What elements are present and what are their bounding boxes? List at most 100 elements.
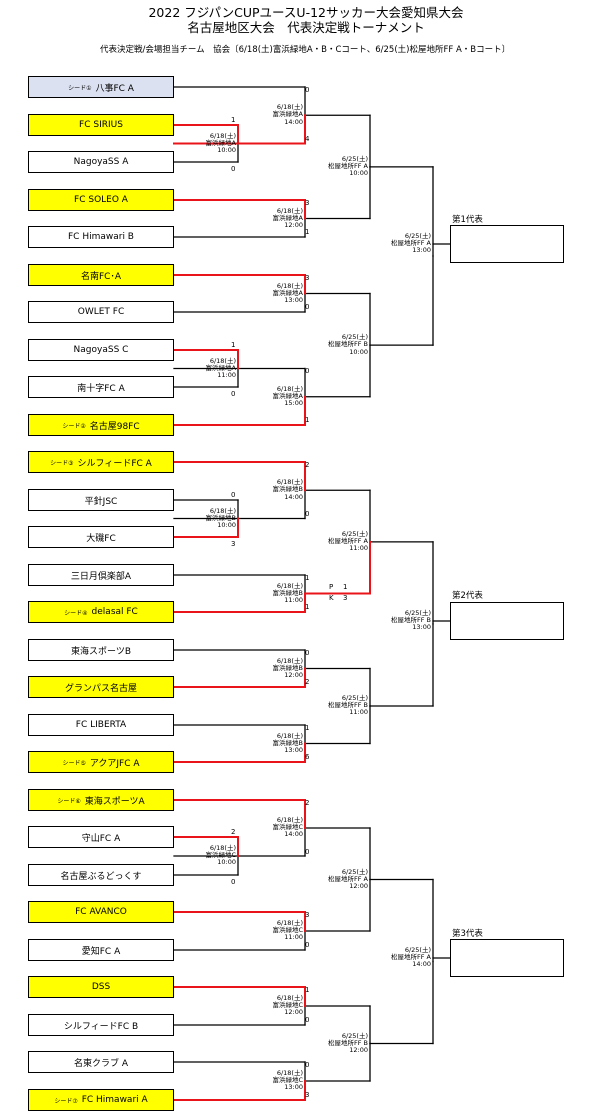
- team-box: FC Himawari B: [28, 226, 174, 248]
- pk-label: K: [329, 594, 334, 602]
- match-time: 11:00: [284, 933, 303, 942]
- match-date: 6/18(土): [276, 384, 303, 393]
- seed-label: シード②: [62, 422, 86, 430]
- rep-box-3: [450, 939, 564, 977]
- match-date: 6/18(土): [276, 656, 303, 665]
- seed-label: シード③: [50, 459, 74, 467]
- match-date: 6/25(土): [404, 946, 431, 954]
- match-venue: 松屋地所FF A: [391, 239, 431, 248]
- match-venue: 松屋地所FF B: [327, 1038, 368, 1047]
- team-name: FC SOLEO A: [74, 195, 128, 205]
- match-date: 6/25(土): [341, 154, 368, 163]
- team-box: シルフィードFC B: [28, 1014, 174, 1036]
- match-venue: 富浜緑地A: [205, 138, 236, 147]
- team-box: 愛知FC A: [28, 939, 174, 961]
- team-name: FC Himawari B: [68, 232, 134, 242]
- match-venue: 富浜緑地A: [272, 288, 303, 297]
- match-time: 11:00: [284, 595, 303, 604]
- seed-label: シード⑦: [54, 1097, 78, 1105]
- team-name: 名古屋ぶるどっくす: [60, 871, 142, 882]
- match-date: 6/18(土): [276, 994, 303, 1002]
- team-name: 平針JSC: [84, 496, 118, 507]
- match-date: 6/25(土): [341, 694, 368, 702]
- match-venue: 松屋地所FF A: [328, 537, 368, 546]
- match-score: 3: [305, 911, 310, 919]
- team-box: 三日月倶楽部A: [28, 564, 174, 586]
- team-box: 名東クラブ A: [28, 1051, 174, 1073]
- match-time: 12:00: [284, 220, 303, 229]
- team-name: 愛知FC A: [81, 946, 121, 957]
- match-score: 4: [305, 135, 310, 143]
- match-score: 0: [231, 390, 236, 398]
- seed-label: シード④: [64, 609, 88, 617]
- match-score: 0: [305, 510, 310, 518]
- team-name: アクアJFC A: [89, 758, 140, 769]
- match-venue: 富浜緑地C: [272, 1076, 303, 1085]
- team-name: シルフィードFC B: [63, 1021, 139, 1032]
- match-time: 11:00: [349, 544, 368, 553]
- match-time: 13:00: [284, 1083, 303, 1092]
- match-score: 0: [305, 649, 310, 657]
- match-venue: 富浜緑地C: [272, 1001, 303, 1010]
- team-box: グランパス名古屋: [28, 676, 174, 698]
- match-date: 6/18(土): [209, 131, 236, 140]
- seed-label: シード⑤: [62, 759, 86, 767]
- team-name: delasal FC: [91, 607, 138, 617]
- match-date: 6/18(土): [276, 919, 303, 927]
- rep-label-3: 第3代表: [452, 929, 483, 939]
- match-date: 6/25(土): [341, 333, 368, 342]
- match-venue: 富浜緑地B: [272, 663, 303, 672]
- match-date: 6/25(土): [341, 529, 368, 538]
- team-box: 名南FC･A: [28, 264, 174, 286]
- match-date: 6/18(土): [276, 103, 303, 112]
- match-date: 6/18(土): [209, 844, 236, 852]
- rep-box-2: [450, 602, 564, 640]
- match-score: 1: [305, 574, 310, 582]
- seed-label: シード⑥: [57, 797, 81, 805]
- team-name: FC Himawari A: [81, 1095, 148, 1105]
- team-name: DSS: [91, 982, 111, 992]
- match-time: 12:00: [349, 1045, 368, 1054]
- match-date: 6/18(土): [276, 206, 303, 215]
- match-score: 1: [305, 724, 310, 732]
- team-box: 南十字FC A: [28, 376, 174, 398]
- team-box: 名古屋ぶるどっくす: [28, 864, 174, 886]
- match-score: 0: [231, 491, 236, 499]
- match-score: 1: [231, 341, 236, 349]
- match-time: 14:00: [284, 492, 303, 501]
- team-name: FC LIBERTA: [75, 720, 127, 730]
- match-date: 6/18(土): [276, 281, 303, 290]
- match-time: 12:00: [349, 881, 368, 890]
- match-date: 6/25(土): [404, 232, 431, 240]
- team-name: 三日月倶楽部A: [70, 571, 132, 582]
- rep-box-1: [450, 225, 564, 263]
- match-time: 10:00: [349, 169, 368, 178]
- team-box: FC SOLEO A: [28, 189, 174, 211]
- match-time: 10:00: [349, 347, 368, 356]
- page-title-line2: 名古屋地区大会 代表決定戦トーナメント: [187, 20, 425, 35]
- page-subtitle: 代表決定戦/会場担当チーム 協会〔6/18(土)富浜緑地A・B・Cコート、6/2…: [100, 45, 511, 55]
- match-time: 12:00: [284, 670, 303, 679]
- match-venue: 富浜緑地A: [205, 363, 236, 372]
- match-score: 3: [305, 199, 310, 207]
- rep-label-2: 第2代表: [452, 591, 483, 601]
- team-name: 大磯FC: [86, 533, 116, 544]
